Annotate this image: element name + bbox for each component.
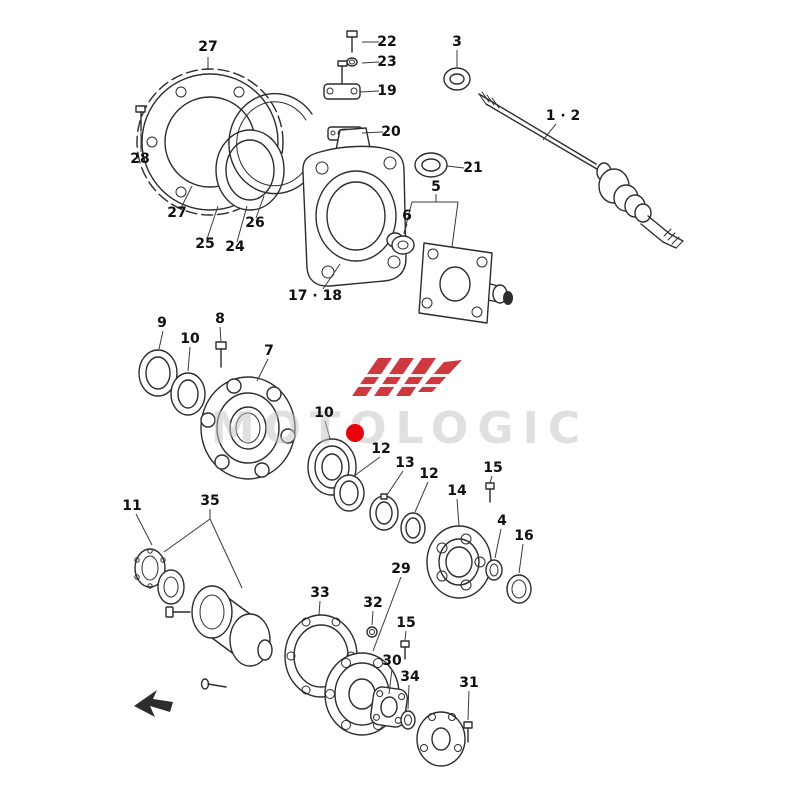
part-label-6[interactable]: 6 [402, 208, 412, 224]
part-label-31[interactable]: 31 [459, 675, 478, 691]
part-label-4[interactable]: 4 [497, 513, 507, 529]
leader-lines [135, 41, 557, 721]
steering-knuckle-part [302, 127, 407, 287]
part-label-1-2[interactable]: 1 · 2 [546, 108, 581, 124]
part-label-9[interactable]: 9 [157, 315, 167, 331]
washer-12a-part [333, 474, 365, 512]
bearing-21-part [414, 152, 448, 178]
spacer-4-part [485, 559, 503, 581]
drive-flange-part [426, 525, 492, 599]
part-label-20[interactable]: 20 [381, 124, 401, 140]
part-label-33[interactable]: 33 [310, 585, 329, 601]
nut-32-part [366, 626, 378, 638]
part-label-35[interactable]: 35 [200, 493, 219, 509]
lock-washer-13-part [369, 493, 399, 531]
axle-shaft-part [478, 91, 684, 249]
part-label-8[interactable]: 8 [215, 311, 225, 327]
part-label-34[interactable]: 34 [400, 669, 420, 685]
freewheel-hub-assembly-part [134, 548, 273, 690]
ring-10a-part [170, 372, 206, 416]
part-label-12[interactable]: 12 [419, 466, 438, 482]
part-label-5[interactable]: 5 [431, 179, 441, 195]
part-label-32[interactable]: 32 [363, 595, 382, 611]
selected-part-marker [346, 424, 364, 442]
washer-12b-part [400, 512, 426, 544]
watermark-logo-icon [344, 358, 464, 396]
part-label-22[interactable]: 22 [377, 34, 396, 50]
part-label-7[interactable]: 7 [264, 343, 274, 359]
gasket-30-part [369, 686, 409, 728]
part-label-17-18[interactable]: 17 · 18 [288, 288, 342, 304]
washer-3-part [443, 67, 471, 91]
part-label-13[interactable]: 13 [395, 455, 414, 471]
bolt-22-part [346, 30, 358, 53]
part-label-26[interactable]: 26 [245, 215, 264, 231]
ring-34-part [400, 710, 416, 730]
part-label-14[interactable]: 14 [447, 483, 467, 499]
bolt-15a-part [485, 482, 495, 503]
end-flange-part [416, 711, 466, 767]
watermark: MOTOLOGIC [211, 358, 589, 454]
part-label-16[interactable]: 16 [514, 528, 533, 544]
part-label-30[interactable]: 30 [382, 653, 402, 669]
seal-9-part [138, 349, 178, 397]
cap-16-part [506, 574, 532, 604]
bushing-6-part [386, 232, 415, 255]
cover-plate-part [418, 242, 513, 324]
kingpin-cap-part [323, 60, 361, 100]
part-label-27[interactable]: 27 [167, 205, 186, 221]
snap-ring-part [228, 92, 315, 195]
part-label-10[interactable]: 10 [314, 405, 334, 421]
part-label-24[interactable]: 24 [225, 239, 245, 255]
part-label-10[interactable]: 10 [180, 331, 200, 347]
part-label-28[interactable]: 28 [130, 151, 149, 167]
part-label-15[interactable]: 15 [483, 460, 502, 476]
bolt-31-part [463, 721, 473, 743]
part-label-23[interactable]: 23 [377, 54, 396, 70]
part-label-3[interactable]: 3 [452, 34, 462, 50]
oil-seal-part [215, 129, 285, 211]
bolt-28-part [135, 105, 146, 132]
part-label-19[interactable]: 19 [377, 83, 396, 99]
front-direction-arrow [134, 690, 173, 717]
watermark-text: MOTOLOGIC [211, 403, 589, 454]
bolt-8-part [215, 341, 227, 368]
parts-artwork [134, 30, 684, 767]
part-label-25[interactable]: 25 [195, 236, 214, 252]
part-label-21[interactable]: 21 [463, 160, 482, 176]
nut-23-part [346, 57, 358, 67]
bolt-15b-part [400, 640, 410, 660]
hub-flange-part [200, 376, 296, 480]
part-label-11[interactable]: 11 [122, 498, 141, 514]
part-label-27[interactable]: 27 [198, 39, 217, 55]
part-label-15[interactable]: 15 [396, 615, 415, 631]
part-label-12[interactable]: 12 [371, 441, 390, 457]
part-label-29[interactable]: 29 [391, 561, 410, 577]
